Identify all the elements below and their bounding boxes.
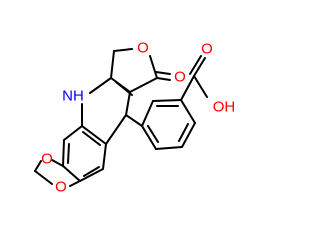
bond xyxy=(156,77,171,81)
atom-labels: NH O O O OH O O xyxy=(41,40,235,196)
bond xyxy=(152,99,182,102)
hydroxyl-label: OH xyxy=(213,99,236,116)
bond xyxy=(102,143,107,170)
bond xyxy=(147,125,159,143)
bond xyxy=(141,125,157,150)
bond xyxy=(180,75,195,101)
bond xyxy=(105,114,127,145)
bond xyxy=(83,166,100,177)
bond xyxy=(149,55,158,79)
bond xyxy=(51,159,64,167)
bond xyxy=(193,75,208,98)
bond xyxy=(69,180,81,187)
bond xyxy=(155,71,171,75)
bond xyxy=(141,100,154,127)
bond xyxy=(63,125,83,141)
dioxole-bottom-oxygen-label: O xyxy=(55,179,67,196)
bond-lines xyxy=(34,48,208,187)
bond xyxy=(89,77,112,94)
bond xyxy=(62,165,81,182)
bond xyxy=(178,123,189,142)
bond xyxy=(189,55,202,75)
bond xyxy=(79,168,104,182)
bond xyxy=(67,143,70,164)
bond xyxy=(129,77,158,93)
bond xyxy=(180,99,196,124)
bond xyxy=(115,81,133,96)
bond xyxy=(82,131,101,146)
bond xyxy=(110,50,115,79)
bond xyxy=(125,114,143,127)
bond xyxy=(155,146,183,150)
acid-carbonyl-oxygen-label: O xyxy=(201,41,213,58)
bond xyxy=(113,48,133,52)
nh-label: NH xyxy=(62,88,84,105)
bond xyxy=(34,160,42,172)
bond xyxy=(181,122,196,148)
bond xyxy=(62,139,65,167)
furanone-oxygen-label: O xyxy=(137,40,149,57)
bond xyxy=(81,125,107,145)
dioxole-top-oxygen-label: O xyxy=(41,151,53,168)
lactone-carbonyl-oxygen-label: O xyxy=(174,69,186,86)
bond xyxy=(125,91,131,116)
structure-canvas: NH O O O OH O O xyxy=(34,39,236,196)
chemical-structure-diagram: NH O O O OH O O xyxy=(34,40,235,196)
bond xyxy=(193,57,206,77)
bond xyxy=(34,170,53,185)
